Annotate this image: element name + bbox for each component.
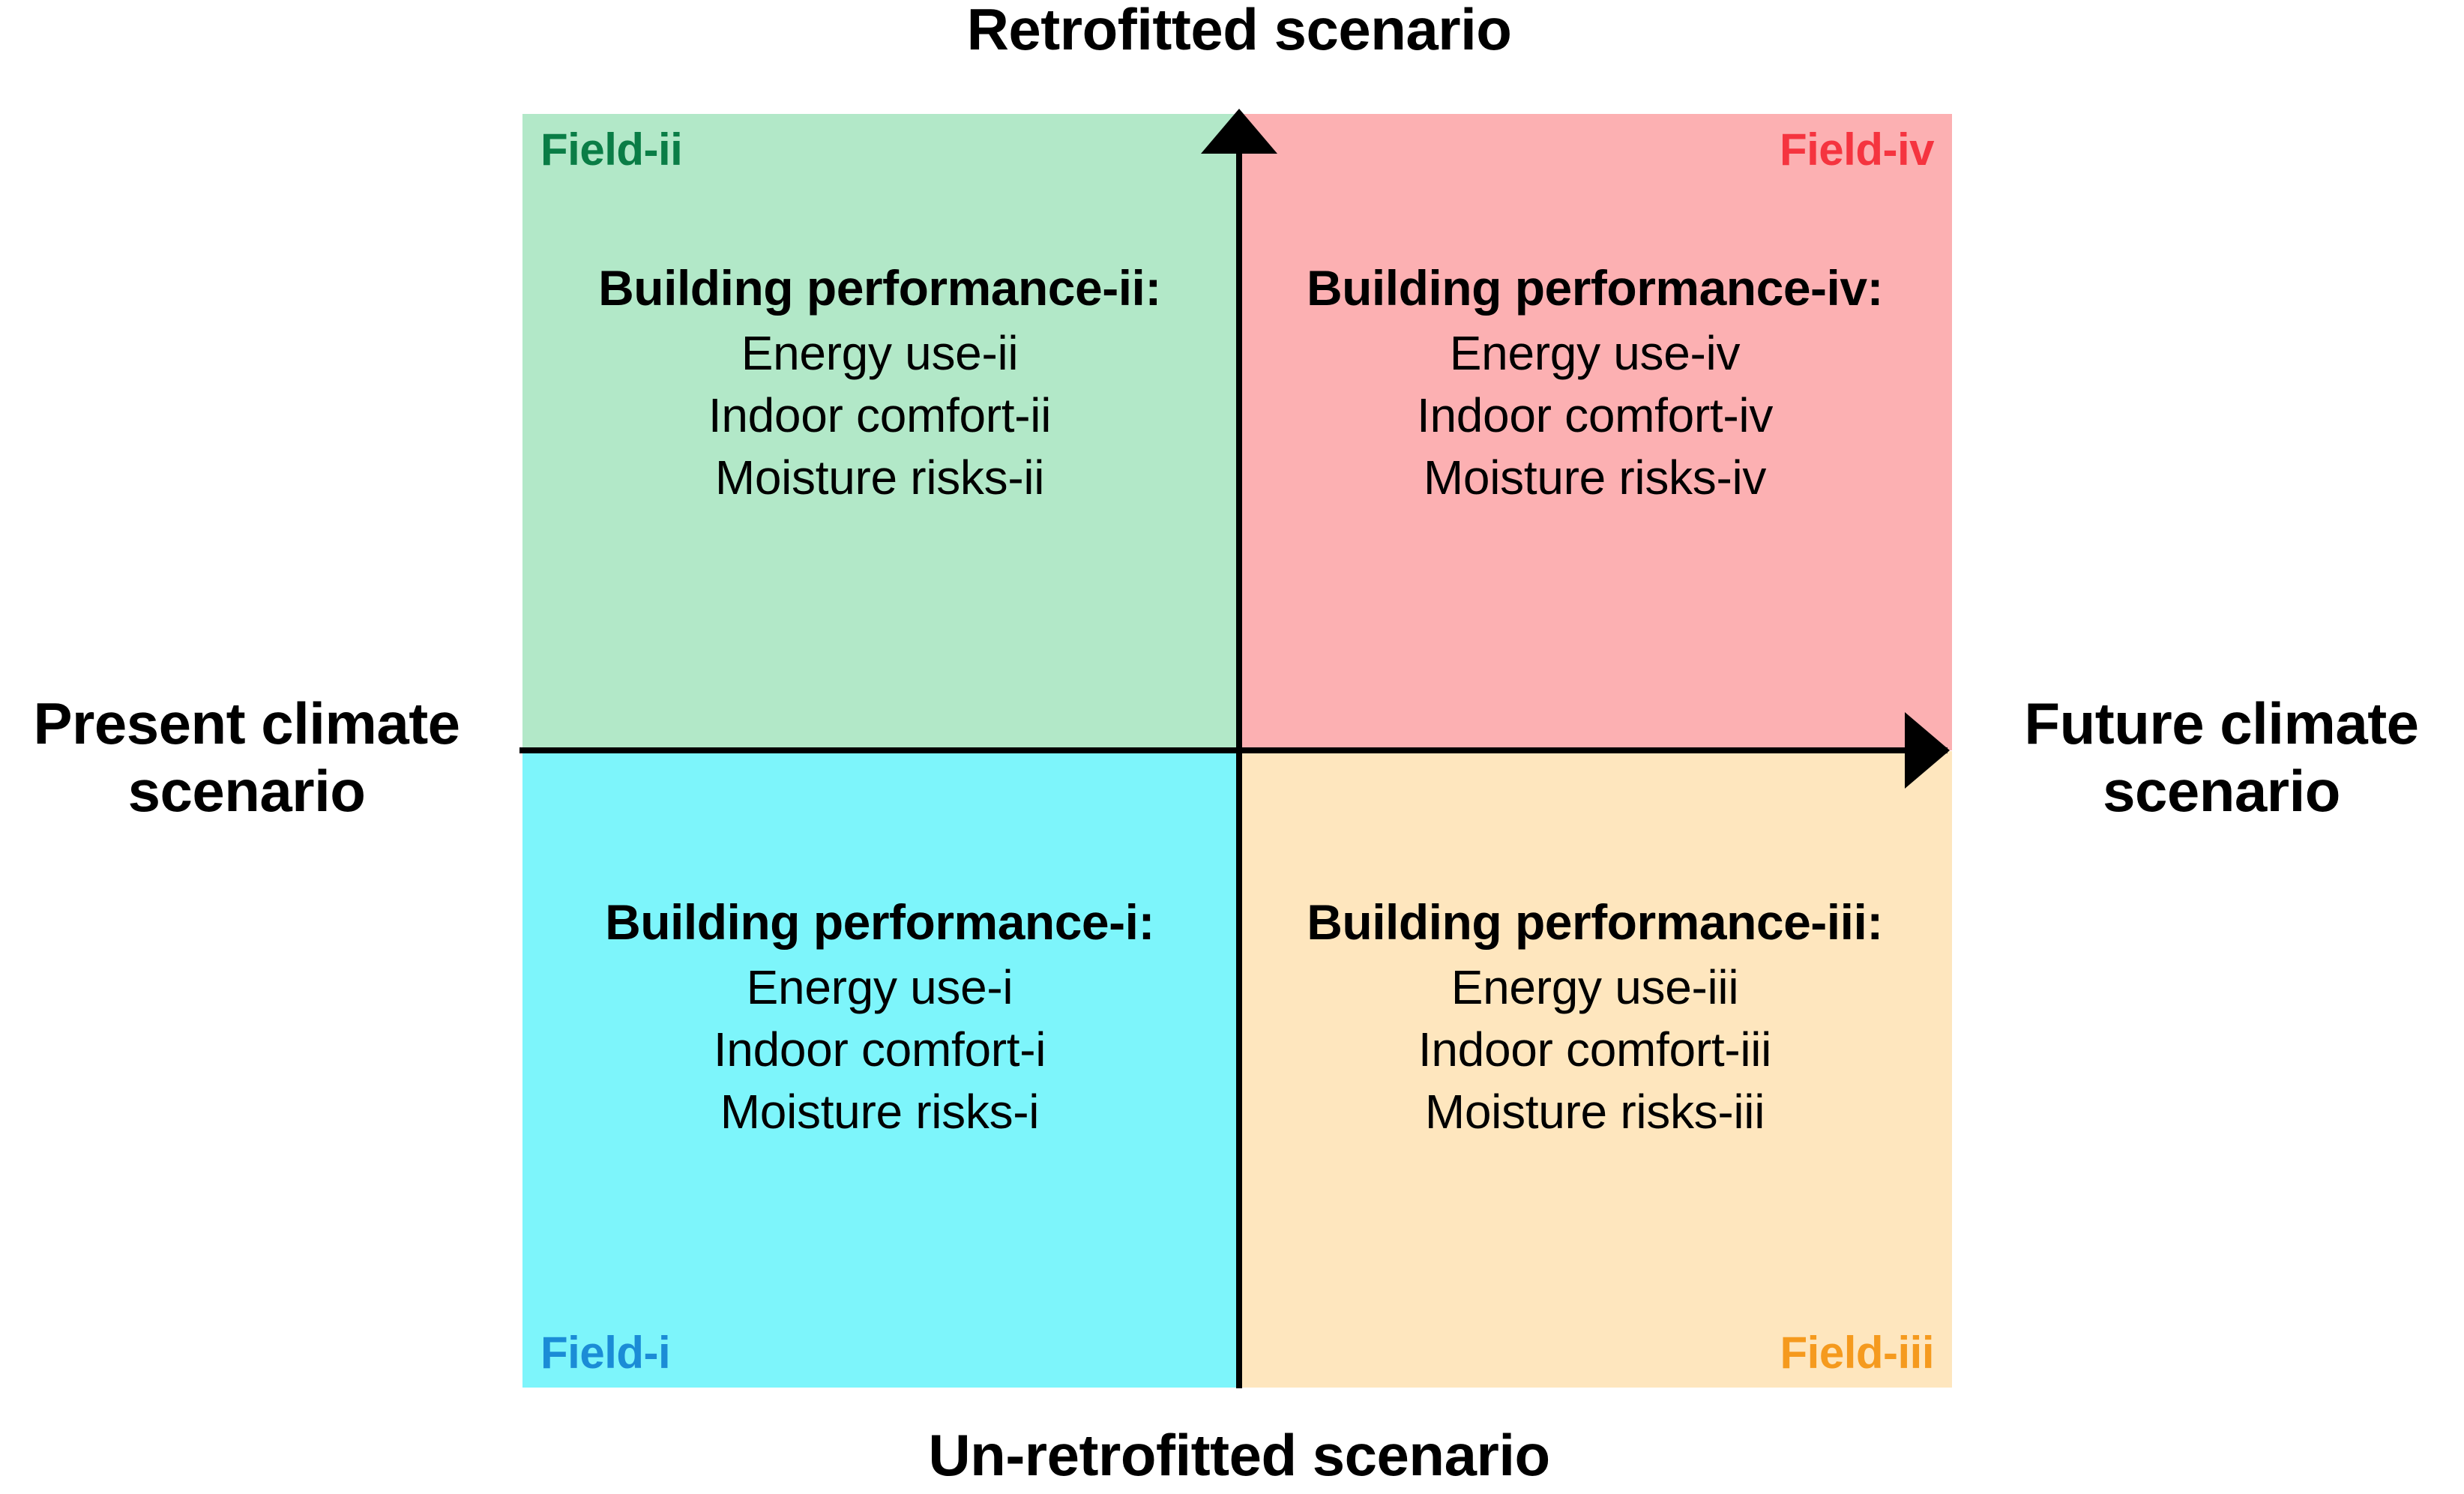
quadrant-iii-title: Building performance-iii:	[1307, 894, 1883, 950]
horizontal-axis-line	[519, 747, 1948, 753]
quadrant-iii-line-moisture: Moisture risks-iii	[1424, 1085, 1765, 1139]
quadrant-grid: Field-ii Building performance-ii: Energy…	[522, 114, 1952, 1388]
quadrant-iii-content: Building performance-iii: Energy use-iii…	[1238, 894, 1952, 1143]
quadrant-ii-line-moisture: Moisture risks-ii	[714, 451, 1045, 505]
quadrant-field-i[interactable]: Field-i Building performance-i: Energy u…	[522, 751, 1237, 1388]
field-tag-iv: Field-iv	[1779, 124, 1935, 175]
quadrant-i-content: Building performance-i: Energy use-i Ind…	[522, 894, 1237, 1143]
quadrant-ii-title: Building performance-ii:	[598, 260, 1161, 316]
quadrant-i-line-moisture: Moisture risks-i	[720, 1085, 1040, 1139]
quadrant-iv-line-comfort: Indoor comfort-iv	[1416, 388, 1774, 443]
quadrant-i-title: Building performance-i:	[605, 894, 1154, 950]
axis-label-left: Present climate scenario	[33, 690, 460, 825]
field-tag-iii: Field-iii	[1780, 1328, 1935, 1378]
quadrant-iii-line-comfort: Indoor comfort-iii	[1418, 1022, 1772, 1077]
quadrant-iv-line-energy: Energy use-iv	[1449, 325, 1741, 380]
axis-label-right: Future climate scenario	[2024, 690, 2419, 825]
quadrant-field-iii[interactable]: Field-iii Building performance-iii: Ener…	[1238, 751, 1952, 1388]
vertical-axis-line	[1236, 135, 1242, 1388]
field-tag-ii: Field-ii	[540, 124, 683, 175]
quadrant-iv-line-moisture: Moisture risks-iv	[1423, 451, 1767, 505]
field-tag-i: Field-i	[540, 1328, 671, 1378]
quadrant-i-line-comfort: Indoor comfort-i	[713, 1022, 1046, 1077]
axis-label-bottom: Un-retrofitted scenario	[928, 1422, 1550, 1488]
quadrant-iii-line-energy: Energy use-iii	[1451, 960, 1739, 1014]
quadrant-ii-line-comfort: Indoor comfort-ii	[708, 388, 1052, 443]
quadrant-field-ii[interactable]: Field-ii Building performance-ii: Energy…	[522, 114, 1237, 750]
quadrant-iv-title: Building performance-iv:	[1306, 260, 1884, 316]
arrow-right-icon	[1905, 712, 1950, 789]
arrow-up-icon	[1201, 109, 1277, 154]
axis-label-top: Retrofitted scenario	[966, 0, 1512, 62]
quadrant-field-iv[interactable]: Field-iv Building performance-iv: Energy…	[1238, 114, 1952, 750]
quadrant-ii-line-energy: Energy use-ii	[741, 325, 1019, 380]
quadrant-ii-content: Building performance-ii: Energy use-ii I…	[522, 259, 1237, 509]
quadrant-iv-content: Building performance-iv: Energy use-iv I…	[1238, 259, 1952, 509]
quadrant-i-line-energy: Energy use-i	[746, 960, 1013, 1014]
